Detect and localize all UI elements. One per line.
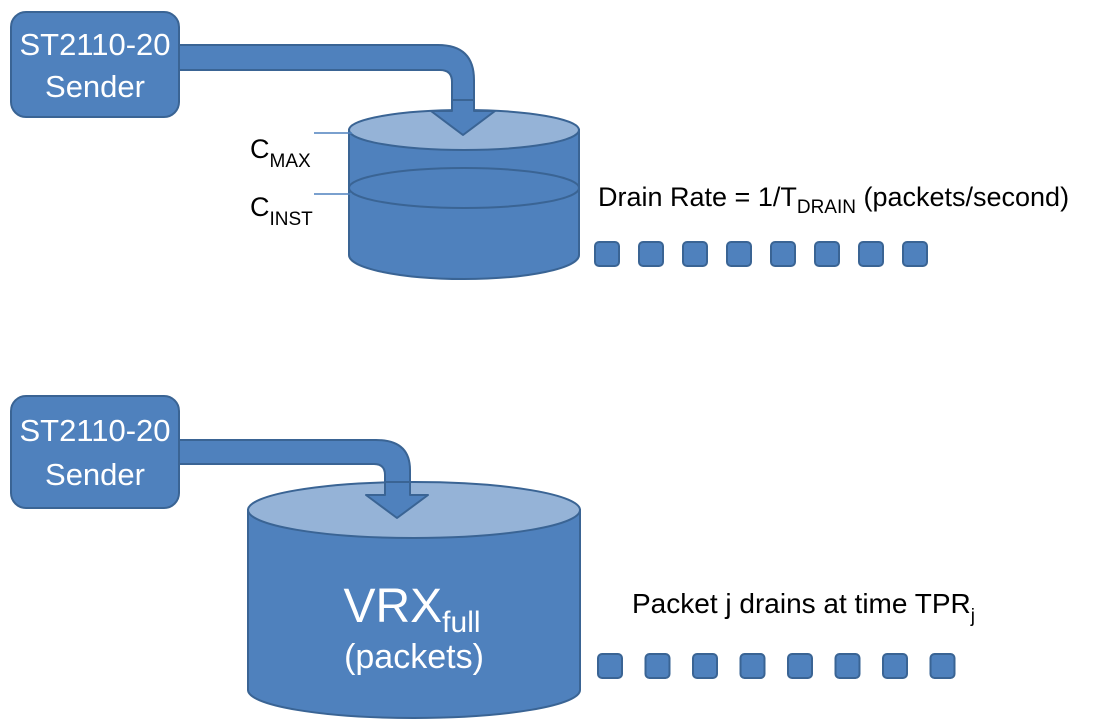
top-bucket-level [348,167,580,209]
vrx-unit-label: (packets) [344,638,484,676]
bottom-bucket [247,481,581,719]
bottom-packet [882,653,908,679]
bottom-flow-arrowhead [365,481,429,519]
top-packet [902,241,928,267]
bottom-section: ST2110-20 Sender VRXfull (packets) Packe… [10,395,975,719]
bottom-packet [929,653,956,679]
top-packet [858,241,884,267]
cinst-label: CINST [250,192,313,230]
top-packet [638,241,664,267]
bottom-packet [834,653,861,679]
bottom-packet [644,653,671,679]
top-packet-row [594,241,928,267]
top-packet [682,241,708,267]
bottom-sender-line2: Sender [45,457,145,492]
packet-drain-label: Packet j drains at time TPRj [632,588,975,627]
bottom-packet [787,653,813,679]
top-packet [814,241,840,267]
vrx-label: VRXfull [343,580,480,639]
top-sender-box [10,11,180,118]
top-packet [594,241,620,267]
top-packet [770,241,796,267]
bottom-packet [597,653,623,679]
bottom-packet-row [597,653,956,679]
bottom-sender-line1: ST2110-20 [19,413,170,448]
top-packet [726,241,752,267]
drain-rate-label: Drain Rate = 1/TDRAIN (packets/second) [598,182,1069,218]
bottom-sender-box [10,395,180,509]
cmax-label: CMAX [250,134,311,172]
top-sender-line2: Sender [45,69,145,104]
bottom-packet [739,653,766,679]
top-section: ST2110-20 Sender CMAX CINST Drain Rate =… [10,11,1069,280]
bottom-packet [692,653,718,679]
bottom-bucket-top [247,481,581,539]
top-sender-line1: ST2110-20 [19,27,170,62]
top-flow-arrowhead [430,99,496,136]
bottom-bucket-body [247,509,581,719]
top-bucket [348,109,580,280]
